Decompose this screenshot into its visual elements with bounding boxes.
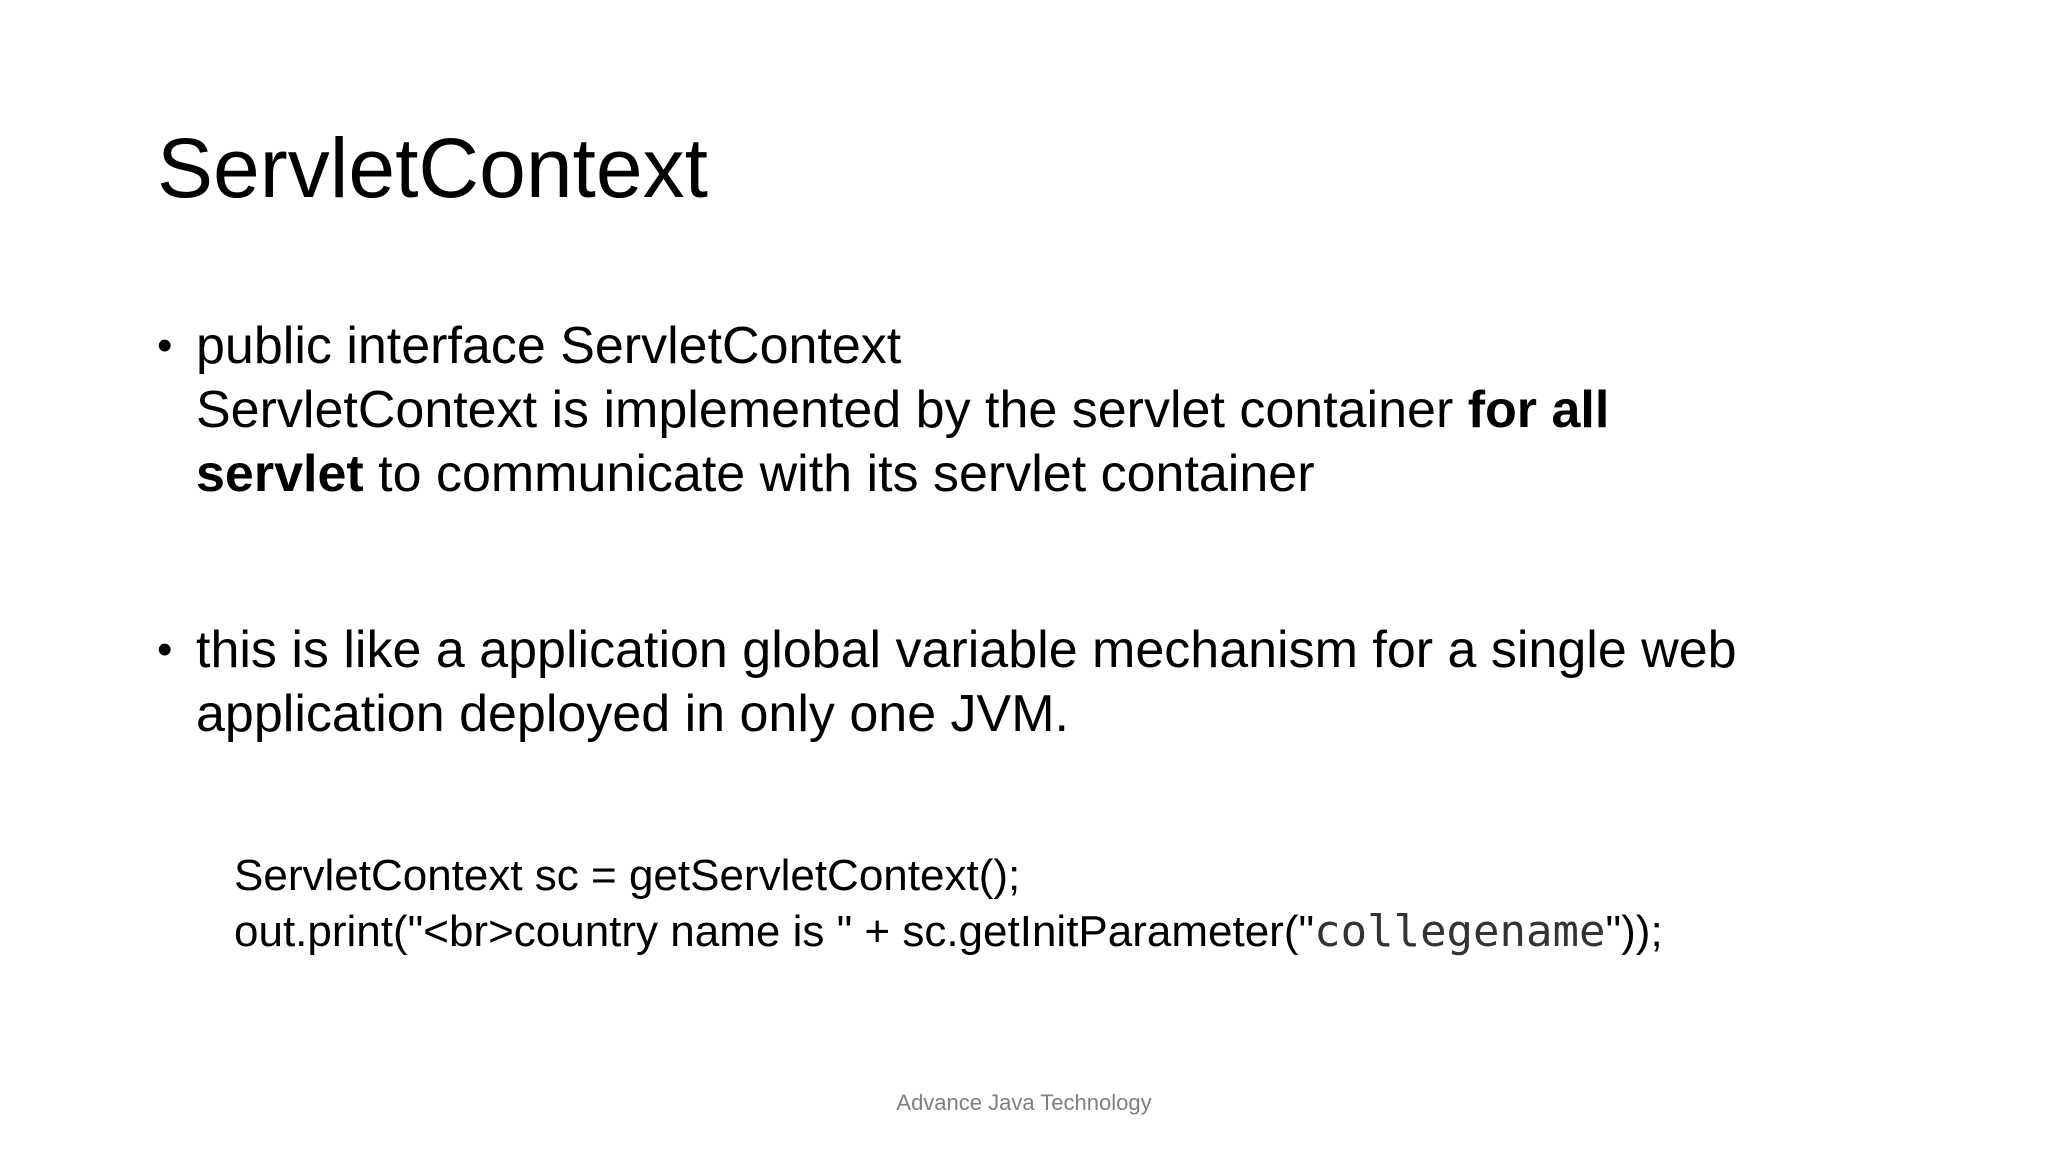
bullet-line: public interface ServletContext xyxy=(196,317,902,375)
bullet-line: application deployed in only one JVM. xyxy=(196,685,1070,743)
bullet-line: this is like a application global variab… xyxy=(196,621,1737,679)
bullet-text: this is like a application global variab… xyxy=(196,618,1917,746)
bullet-text-bold: servlet xyxy=(196,445,364,503)
code-string-literal: collegename xyxy=(1314,906,1606,957)
code-text: out.print("<br>country name is " + sc.ge… xyxy=(234,907,1315,956)
bullet-text-normal: ServletContext is implemented by the ser… xyxy=(196,381,1468,439)
code-line: ServletContext sc = getServletContext(); xyxy=(234,851,1021,900)
bullet-item: • public interface ServletContext Servle… xyxy=(157,314,1917,506)
bullet-line: ServletContext is implemented by the ser… xyxy=(196,378,1917,442)
bullet-text: public interface ServletContext ServletC… xyxy=(196,314,1917,506)
code-snippet: ServletContext sc = getServletContext();… xyxy=(234,848,1663,960)
code-text: ")); xyxy=(1605,907,1663,956)
bullet-item: • this is like a application global vari… xyxy=(157,618,1917,746)
bullet-text-normal: to communicate with its servlet containe… xyxy=(363,445,1315,503)
slide-title: ServletContext xyxy=(157,121,708,215)
bullet-dot: • xyxy=(157,321,173,370)
code-line: out.print("<br>country name is " + sc.ge… xyxy=(234,904,1663,960)
slide-footer: Advance Java Technology xyxy=(896,1090,1152,1115)
bullet-text-bold: for all xyxy=(1467,381,1610,439)
bullet-dot: • xyxy=(157,625,173,674)
bullet-line: servlet to communicate with its servlet … xyxy=(196,442,1917,506)
